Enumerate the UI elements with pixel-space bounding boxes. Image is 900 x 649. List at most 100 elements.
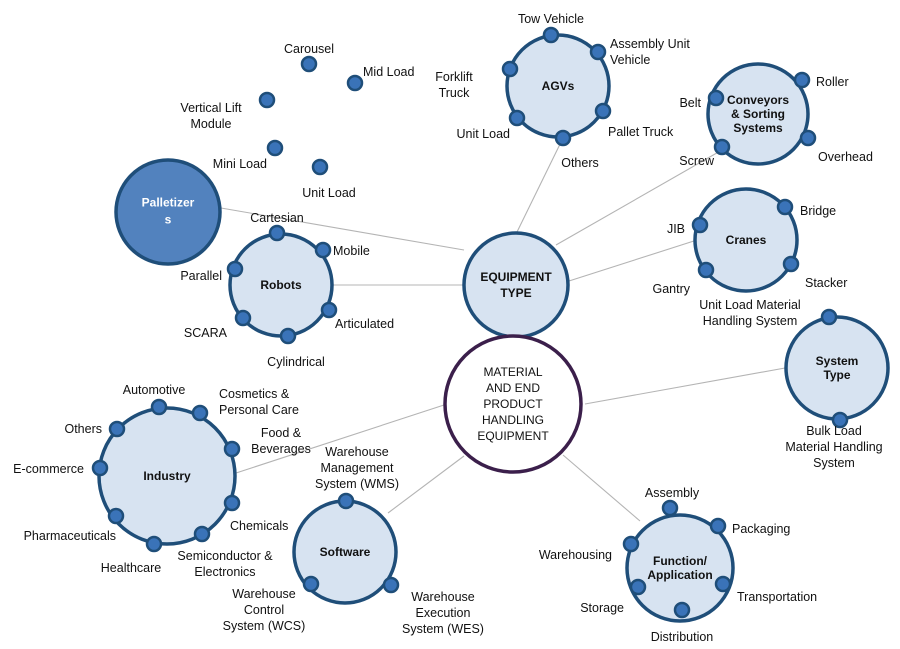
item-node	[320, 301, 338, 319]
connector-agvs	[516, 137, 564, 233]
item-node	[691, 216, 709, 234]
item-node	[661, 499, 679, 517]
cluster-circle	[706, 62, 810, 166]
item-node	[107, 507, 125, 525]
item-label: Others	[64, 422, 102, 436]
main-hub-circle	[443, 334, 583, 474]
connectors	[220, 137, 786, 522]
item-label: Storage	[580, 601, 624, 615]
equipment-type-circle	[462, 231, 570, 339]
item-label: Assembly	[645, 486, 700, 500]
item-node	[145, 535, 163, 553]
item-node	[776, 198, 794, 216]
item-node	[223, 494, 241, 512]
cranes-title: Cranes	[726, 233, 767, 247]
item-label: Unit Load	[456, 127, 510, 141]
item-label: Automotive	[123, 383, 186, 397]
item-label: Screw	[679, 154, 715, 168]
item-label: Articulated	[335, 317, 394, 331]
industry-title: Industry	[143, 469, 191, 483]
item-label: Carousel	[284, 42, 334, 56]
item-label: Packaging	[732, 522, 790, 536]
item-label: JIB	[667, 222, 685, 236]
item-node	[594, 102, 612, 120]
item-node	[314, 241, 332, 259]
item-label: Cartesian	[250, 211, 304, 225]
item-node	[820, 308, 838, 326]
item-label: Transportation	[737, 590, 817, 604]
item-label: Parallel	[180, 269, 222, 283]
cluster-function: Function/Application AssemblyPackagingTra…	[539, 486, 817, 644]
item-node	[589, 43, 607, 61]
item-node	[300, 55, 318, 73]
item-label: E-commerce	[13, 462, 84, 476]
item-label: Overhead	[818, 150, 873, 164]
item-node	[311, 158, 329, 176]
item-label: Unit Load	[302, 186, 356, 200]
item-label: Mid Load	[363, 65, 414, 79]
cluster-robots: Robots CartesianMobileArticulatedCylindri…	[180, 211, 394, 369]
item-node	[346, 74, 364, 92]
item-node	[268, 224, 286, 242]
item-label: Gantry	[652, 282, 690, 296]
cluster-circle	[625, 513, 735, 623]
item-node	[831, 411, 849, 429]
item-node	[707, 89, 725, 107]
item-node	[150, 398, 168, 416]
item-node	[382, 576, 400, 594]
item-label: Mobile	[333, 244, 370, 258]
connector-conveyors	[555, 149, 723, 246]
item-label: Belt	[679, 96, 701, 110]
item-node	[673, 601, 691, 619]
software-title: Software	[320, 545, 371, 559]
agvs-title: AGVs	[542, 79, 575, 93]
item-node	[223, 440, 241, 458]
item-label: Cylindrical	[267, 355, 325, 369]
palletizers-circle	[114, 158, 222, 266]
item-node	[629, 578, 647, 596]
robots-title: Robots	[260, 278, 302, 292]
item-label: Distribution	[651, 630, 714, 644]
connector-palletizers	[220, 207, 465, 251]
item-node	[108, 420, 126, 438]
item-node	[191, 404, 209, 422]
item-node	[302, 575, 320, 593]
item-node	[193, 525, 211, 543]
item-label: Chemicals	[230, 519, 288, 533]
item-node	[709, 517, 727, 535]
item-node	[258, 91, 276, 109]
item-label: Pharmaceuticals	[24, 529, 116, 543]
item-node	[542, 26, 560, 44]
item-node	[279, 327, 297, 345]
item-label: Food &Beverages	[251, 426, 311, 456]
function-title: Function/Application	[647, 554, 712, 582]
item-label: Bridge	[800, 204, 836, 218]
item-node	[554, 129, 572, 147]
item-node	[337, 492, 355, 510]
item-label: SCARA	[184, 326, 228, 340]
item-label: Tow Vehicle	[518, 12, 584, 26]
connector-function	[562, 454, 641, 522]
